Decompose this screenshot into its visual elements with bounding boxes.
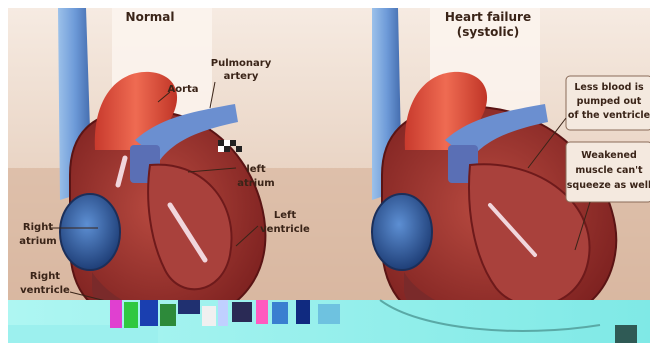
right-atrium-label-line2: atrium [19, 236, 56, 247]
left-ventricle-label-line2: ventricle [260, 224, 310, 235]
right-ventricle-label-line2: ventricle [20, 285, 70, 296]
callout-2-line2: muscle can't [575, 165, 643, 176]
glitch-block [256, 300, 268, 324]
glitch-block [218, 300, 228, 326]
pulmonary-artery-label-line1: Pulmonary [211, 58, 272, 69]
glitch-block [160, 304, 176, 326]
left-ventricle-label-line1: Left [274, 210, 297, 221]
right-atrium-chamber [372, 194, 432, 270]
glitch-block [124, 302, 138, 328]
callout-1-line3: of the ventricle [568, 110, 650, 121]
glitch-block [178, 300, 200, 314]
aorta-label: Aorta [167, 84, 198, 95]
glitch-block [232, 302, 252, 322]
heart-failure-title-line1: Heart failure [445, 10, 531, 24]
left-atrium-label-line2: atrium [237, 178, 274, 189]
heart-failure-panel: Heart failure (systolic) Less blood is p… [320, 8, 652, 338]
glitch-block [272, 302, 288, 324]
left-atrium-label-line1: left [246, 164, 266, 175]
glitch-block [296, 300, 310, 324]
glitch-band [8, 300, 650, 343]
glitch-block [202, 306, 216, 326]
callout-1-line1: Less blood is [574, 82, 644, 93]
heart-failure-title-line2: (systolic) [457, 25, 519, 39]
callout-1-line2: pumped out [577, 96, 642, 107]
glitch-block [110, 300, 122, 328]
pulmonary-artery-label-line2: artery [224, 71, 259, 82]
normal-panel: Normal Aorta Pulmonary artery left atriu… [8, 8, 320, 338]
right-atrium-chamber [60, 194, 120, 270]
right-ventricle-label-line1: Right [30, 271, 60, 282]
right-atrium-label-line1: Right [23, 222, 53, 233]
normal-title: Normal [126, 10, 175, 24]
glitch-block [140, 300, 158, 326]
glitch-block [318, 304, 340, 324]
glitch-block [615, 325, 637, 343]
callout-2-line1: Weakened [581, 150, 637, 161]
callout-2-line3: squeeze as well [567, 180, 652, 191]
